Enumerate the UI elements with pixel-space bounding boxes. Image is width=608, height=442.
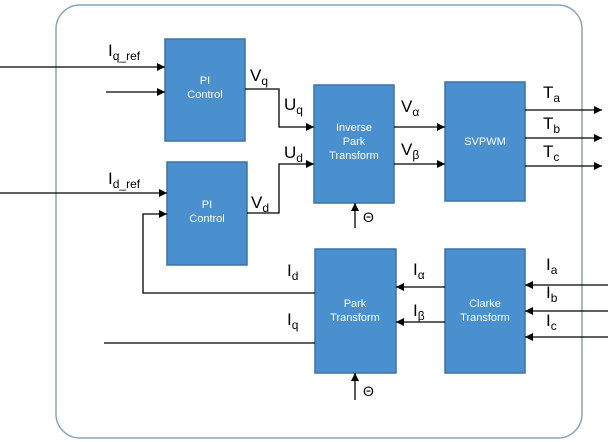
vd-label: Vd — [251, 193, 269, 215]
svpwm-label: SVPWM — [464, 136, 506, 148]
pi-d-line-1: PI — [202, 199, 212, 211]
theta-label-park: Θ — [363, 383, 374, 399]
ta-label: Ta — [543, 83, 560, 105]
valpha-label: Vα — [401, 97, 419, 119]
ibeta-label: Iβ — [413, 301, 425, 323]
tc-label: Tc — [543, 142, 559, 164]
vq-label: Vq — [250, 66, 268, 88]
id-feedback-wire — [142, 210, 315, 294]
inverse-park-line-2: Park — [343, 136, 366, 148]
pi-q-line-2: Control — [187, 89, 222, 101]
ialpha-label: Iα — [413, 260, 425, 282]
ib-label: Ib — [546, 283, 558, 305]
vd-to-ud-wire — [247, 160, 314, 214]
inverse-park-line-3: Transform — [329, 150, 379, 162]
park-line-1: Park — [344, 298, 367, 310]
pi-d-line-2: Control — [189, 213, 224, 225]
svpwm-block[interactable]: SVPWM — [444, 81, 526, 202]
tb-label: Tb — [543, 114, 560, 136]
uq-label: Uq — [284, 95, 303, 117]
id-label: Id — [287, 261, 298, 283]
pi-control-d-block[interactable]: PI Control — [166, 161, 248, 266]
vq-to-uq-wire — [245, 88, 314, 131]
iq-label: Iq — [287, 310, 298, 332]
id-ref-label: Id_ref — [108, 169, 141, 191]
park-line-2: Transform — [330, 312, 380, 324]
clarke-line-2: Transform — [460, 312, 510, 324]
ic-label: Ic — [546, 311, 557, 333]
iq-ref-label: Iq_ref — [108, 41, 141, 63]
theta-label-inverse-park: Θ — [363, 209, 374, 225]
pi-q-line-1: PI — [200, 75, 210, 87]
vbeta-label: Vβ — [401, 140, 419, 162]
ia-label: Ia — [546, 255, 558, 277]
pi-control-q-block[interactable]: PI Control — [164, 38, 246, 142]
system-frame — [55, 4, 583, 439]
ud-label: Ud — [284, 143, 303, 165]
inverse-park-line-1: Inverse — [336, 122, 372, 134]
svg-text:SVPWM: SVPWM — [464, 136, 506, 148]
clarke-line-1: Clarke — [469, 298, 501, 310]
